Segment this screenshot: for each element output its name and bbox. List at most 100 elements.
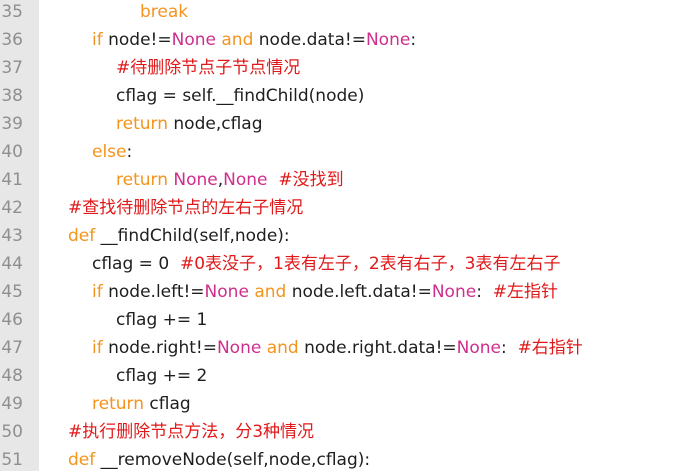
line-number: 47 (1, 338, 23, 358)
code-token: node.left!= (102, 282, 205, 302)
constant-token: None (173, 170, 218, 190)
code-token: cflag = self.__findChild(node) (116, 86, 365, 106)
code-text: cflag = self.__findChild(node) (116, 82, 364, 110)
code-text: if node.right!=None and node.right.data!… (92, 334, 583, 362)
code-text: def __findChild(self,node): (68, 222, 290, 250)
code-token: node.right.data!= (298, 338, 457, 358)
comment-token: #查找待删除节点的左右子情况 (68, 198, 304, 218)
line-number: 44 (1, 254, 23, 274)
code-token: : (410, 30, 417, 50)
code-text: if node!=None and node.data!=None: (92, 26, 416, 54)
code-line[interactable]: 35 break (0, 0, 697, 26)
constant-token: None (171, 30, 216, 50)
code-line[interactable]: 39 return node,cflag (0, 110, 697, 138)
line-number: 39 (1, 114, 23, 134)
code-line[interactable]: 38 cflag = self.__findChild(node) (0, 82, 697, 110)
code-text: cflag = 0 #0表没子，1表有左子，2表有右子，3表有左右子 (92, 250, 560, 278)
code-token: , (217, 170, 224, 190)
line-number: 46 (1, 310, 23, 330)
line-number: 49 (1, 394, 23, 414)
code-line[interactable]: 40 else: (0, 138, 697, 166)
code-token: cflag += 2 (116, 366, 208, 386)
keyword-token: return (116, 114, 168, 134)
code-line[interactable]: 41 return None,None #没找到 (0, 166, 697, 194)
code-token: cflag (143, 394, 191, 414)
line-number: 51 (1, 450, 23, 470)
code-text: cflag += 2 (116, 362, 207, 390)
code-text: return None,None #没找到 (116, 166, 344, 194)
code-text: return node,cflag (116, 110, 262, 138)
code-token (268, 170, 279, 190)
comment-token: #0表没子，1表有左子，2表有右子，3表有左右子 (179, 254, 561, 274)
code-text: #查找待删除节点的左右子情况 (68, 194, 303, 222)
code-token: cflag = 0 (92, 254, 180, 274)
keyword-token: return (92, 394, 144, 414)
code-text: break (140, 0, 188, 26)
code-token: : (126, 142, 133, 162)
line-number: 36 (1, 30, 23, 50)
keyword-token: and (254, 282, 287, 302)
code-token: node,cflag (167, 114, 263, 134)
code-line[interactable]: 51 def __removeNode(self,node,cflag): (0, 446, 697, 474)
constant-token: None (223, 170, 268, 190)
line-number: 48 (1, 366, 23, 386)
comment-token: #左指针 (492, 282, 558, 302)
code-line[interactable]: 48 cflag += 2 (0, 362, 697, 390)
code-token: : (501, 338, 518, 358)
line-number: 38 (1, 86, 23, 106)
line-number-gutter (0, 0, 39, 471)
keyword-token: and (221, 30, 254, 50)
keyword-token: break (140, 2, 189, 22)
code-text: else: (92, 138, 132, 166)
keyword-token: if (92, 30, 103, 50)
code-line[interactable]: 50#执行删除节点方法，分3种情况 (0, 418, 697, 446)
code-text: if node.left!=None and node.left.data!=N… (92, 278, 558, 306)
code-text: return cflag (92, 390, 191, 418)
code-line[interactable]: 44 cflag = 0 #0表没子，1表有左子，2表有右子，3表有左右子 (0, 250, 697, 278)
keyword-token: else (92, 142, 127, 162)
code-token: cflag += 1 (116, 310, 208, 330)
line-number: 43 (1, 226, 23, 246)
code-text: #待删除节点子节点情况 (116, 54, 300, 82)
keyword-token: and (266, 338, 299, 358)
code-text: def __removeNode(self,node,cflag): (68, 446, 370, 474)
comment-token: #执行删除节点方法，分3种情况 (68, 422, 315, 442)
constant-token: None (456, 338, 502, 358)
constant-token: None (365, 30, 411, 50)
constant-token: None (204, 282, 249, 302)
code-text: cflag += 1 (116, 306, 207, 334)
line-number: 35 (1, 2, 23, 22)
comment-token: #没找到 (278, 170, 344, 190)
line-number: 42 (1, 198, 23, 218)
keyword-token: return (116, 170, 168, 190)
constant-token: None (216, 338, 262, 358)
line-number: 41 (1, 170, 23, 190)
code-token: node!= (102, 30, 172, 50)
code-text: #执行删除节点方法，分3种情况 (68, 418, 314, 446)
code-token: node.right!= (102, 338, 217, 358)
comment-token: #待删除节点子节点情况 (116, 58, 301, 78)
line-number: 37 (1, 58, 23, 78)
code-line[interactable]: 43 def __findChild(self,node): (0, 222, 697, 250)
keyword-token: def (68, 226, 96, 246)
constant-token: None (431, 282, 477, 302)
code-line[interactable]: 42 #查找待删除节点的左右子情况 (0, 194, 697, 222)
code-line[interactable]: 49 return cflag (0, 390, 697, 418)
code-line[interactable]: 37 #待删除节点子节点情况 (0, 54, 697, 82)
line-number: 40 (1, 142, 23, 162)
code-token: __removeNode(self,node,cflag): (95, 450, 371, 470)
keyword-token: def (68, 450, 96, 470)
keyword-token: if (92, 338, 103, 358)
keyword-token: if (92, 282, 103, 302)
code-line[interactable]: 46 cflag += 1 (0, 306, 697, 334)
line-number: 45 (1, 282, 23, 302)
code-token: node.left.data!= (286, 282, 432, 302)
code-token: : (476, 282, 493, 302)
code-token: node.data!= (253, 30, 366, 50)
comment-token: #右指针 (517, 338, 583, 358)
